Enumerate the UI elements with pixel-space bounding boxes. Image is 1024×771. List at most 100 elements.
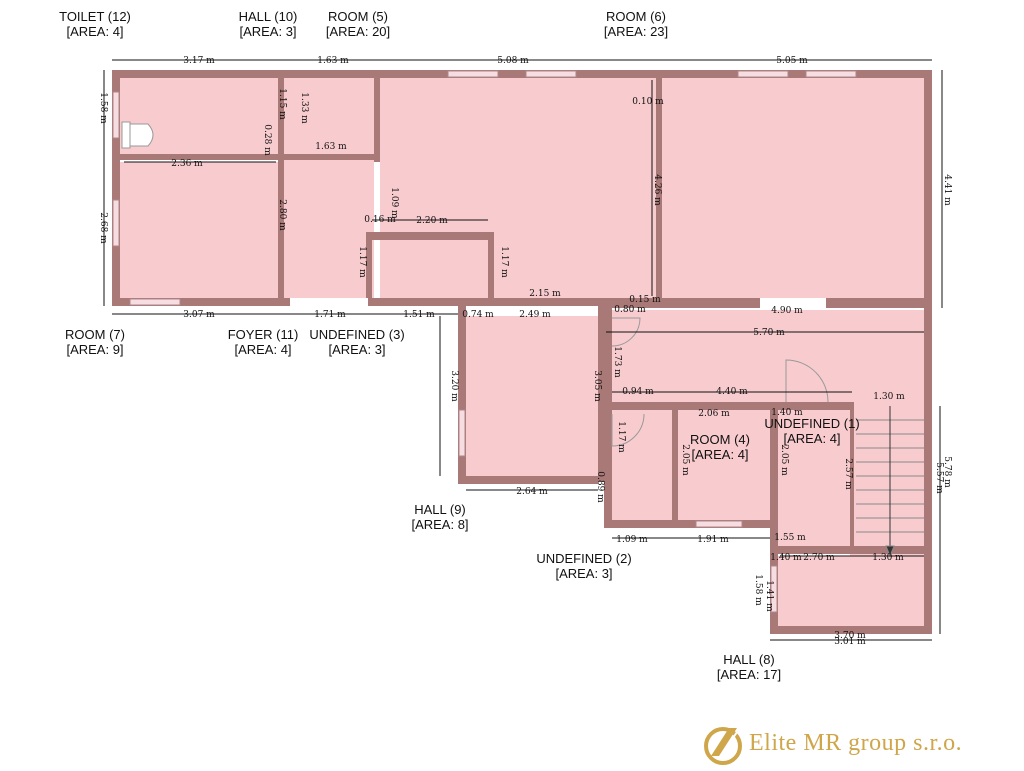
dimension-label: 1.55 m xyxy=(774,533,806,543)
hall-10-floor xyxy=(284,78,374,154)
room-name: ROOM (7) xyxy=(65,327,125,342)
room-name: HALL (8) xyxy=(723,652,775,667)
wall xyxy=(656,78,662,300)
wall xyxy=(672,410,678,522)
window xyxy=(129,298,181,306)
window xyxy=(737,70,789,78)
room-label-room-6: ROOM (6) [AREA: 23] xyxy=(604,9,668,39)
dimension-label: 3.17 m xyxy=(183,56,215,66)
dimension-label: 0.10 m xyxy=(632,97,664,107)
room-name: ROOM (4) xyxy=(690,432,750,447)
company-logo: Elite MR group s.r.o. xyxy=(703,722,1023,768)
room-name: UNDEFINED (3) xyxy=(309,327,405,342)
room-label-room-5: ROOM (5) [AREA: 20] xyxy=(326,9,390,39)
wall xyxy=(770,402,778,632)
dimension-label: 1.17 m xyxy=(357,246,367,278)
wall xyxy=(374,78,380,162)
dimension-label: 1.09 m xyxy=(389,187,399,219)
room-area: [AREA: 3] xyxy=(239,24,297,39)
wall xyxy=(924,70,932,308)
wall xyxy=(770,626,932,634)
room-name: UNDEFINED (1) xyxy=(764,416,860,431)
logo-text: Elite MR group s.r.o. xyxy=(749,730,963,756)
stairs xyxy=(856,406,924,558)
wall xyxy=(278,78,284,306)
dimension-labels: 3.17 m 1.63 m 5.08 m 5.05 m 1.58 m 2.68 m 4.41… xyxy=(98,56,952,647)
dimension-label: 1.58 m xyxy=(98,92,108,124)
room-area: [AREA: 4] xyxy=(234,342,292,357)
elite-mr-emblem-icon xyxy=(704,727,742,765)
dimension-label: 1.40 m xyxy=(771,408,803,418)
wall xyxy=(120,154,284,160)
dimension-label: 4.41 m xyxy=(942,174,952,206)
wall xyxy=(488,232,494,302)
dimension-label: 1.09 m xyxy=(616,535,648,545)
dimension-label: 0.94 m xyxy=(622,387,654,397)
room-area: [AREA: 17] xyxy=(716,667,782,682)
dimension-label: 5.70 m xyxy=(753,328,785,338)
window xyxy=(770,565,778,613)
wall xyxy=(458,298,606,306)
room-4-floor xyxy=(678,410,770,520)
hall-8-floor xyxy=(774,556,924,628)
room-name: FOYER (11) xyxy=(227,327,299,342)
dimension-label: 0.16 m xyxy=(364,215,396,225)
dimension-label: 1.40 m xyxy=(770,553,802,563)
dimension-label: 4.26 m xyxy=(652,174,662,206)
dimension-label: 3.01 m xyxy=(834,637,866,647)
room-5-floor xyxy=(380,78,656,298)
window xyxy=(447,70,499,78)
room-label-hall-9: HALL (9) [AREA: 8] xyxy=(411,502,468,532)
dimension-label: 3.70 m xyxy=(834,631,866,641)
dimension-label: 1.63 m xyxy=(315,142,347,152)
room-6-floor xyxy=(662,78,924,300)
window xyxy=(695,520,743,528)
dimension-label: 2.64 m xyxy=(516,487,548,497)
dimension-label: 5.05 m xyxy=(776,56,808,66)
dimension-label: 1.71 m xyxy=(314,310,346,320)
toilet-fixture xyxy=(121,121,154,149)
dimension-label: 2.05 m xyxy=(680,444,690,476)
dimension-label: 3.05 m xyxy=(592,370,602,402)
door-openings xyxy=(290,298,826,308)
room-label-undefined-3: UNDEFINED (3) [AREA: 3] xyxy=(309,327,404,357)
wall xyxy=(458,476,598,484)
dimension-label: 1.17 m xyxy=(616,421,626,453)
dimension-label: 2.36 m xyxy=(171,159,203,169)
undefined-1-floor xyxy=(778,410,850,546)
room-area: [AREA: 4] xyxy=(783,431,841,446)
dimension-lines xyxy=(103,59,943,641)
room-area: [AREA: 4] xyxy=(66,24,124,39)
dimension-label: 1.73 m xyxy=(612,346,622,378)
dimension-label: 2.68 m xyxy=(98,212,108,244)
room-area: [AREA: 23] xyxy=(603,24,669,39)
wall xyxy=(112,70,932,78)
dimension-label: 2.57 m xyxy=(843,458,853,490)
room-name: TOILET (12) xyxy=(59,9,131,24)
wall xyxy=(112,70,120,306)
room-7-floor xyxy=(120,162,278,298)
dimension-label: 2.49 m xyxy=(519,310,551,320)
corridor-floor xyxy=(606,310,924,406)
dimension-label: 0.28 m xyxy=(262,124,272,156)
dimension-label: 0.15 m xyxy=(629,295,661,305)
room-area: [AREA: 20] xyxy=(325,24,391,39)
wall xyxy=(924,306,932,634)
room-name: ROOM (6) xyxy=(606,9,666,24)
dimension-label: 5.57 m xyxy=(934,462,944,494)
room-label-room-4: ROOM (4) [AREA: 4] xyxy=(690,432,750,462)
wall xyxy=(778,546,924,554)
dimension-label: 2.70 m xyxy=(803,553,835,563)
wall xyxy=(604,308,612,526)
dimension-label: 2.15 m xyxy=(529,289,561,299)
room-area: [AREA: 9] xyxy=(66,342,124,357)
dimension-label: 0.74 m xyxy=(462,310,494,320)
wall xyxy=(850,402,854,548)
dimension-label: 5.08 m xyxy=(497,56,529,66)
dimension-label: 0.89 m xyxy=(595,471,605,503)
room-label-hall-8: HALL (8) [AREA: 17] xyxy=(717,652,781,682)
wall xyxy=(366,232,372,302)
dimension-label: 1.30 m xyxy=(872,553,904,563)
room-label-hall-10: HALL (10) [AREA: 3] xyxy=(239,9,298,39)
dimension-label: 1.15 m xyxy=(277,88,287,120)
